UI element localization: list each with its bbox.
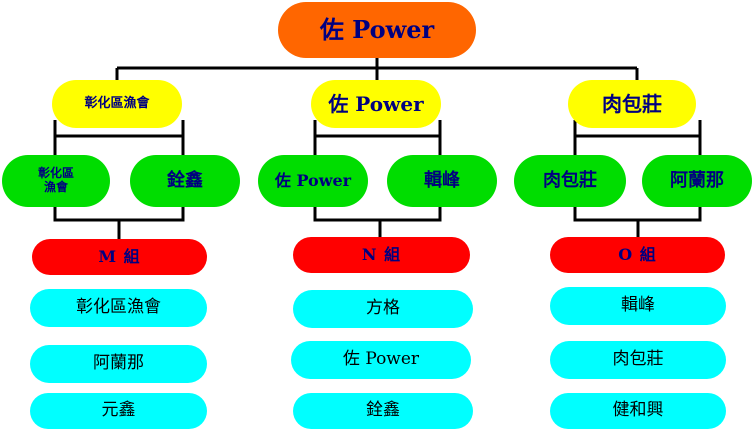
team-node-2: 銓鑫 — [130, 155, 240, 207]
member-label: 銓鑫 — [366, 400, 400, 421]
group-header-n: N 組 — [293, 237, 470, 273]
team-label: 肉包莊 — [543, 169, 597, 191]
team-label: 輯峰 — [424, 169, 460, 191]
member-label: 肉包莊 — [612, 349, 664, 370]
semifinal-node-1: 彰化區漁會 — [52, 80, 182, 128]
connector-semi-3 — [573, 120, 702, 156]
group-name: N 組 — [361, 244, 402, 264]
group-n-member-1: 方格 — [293, 290, 473, 328]
semifinal-label: 彰化區漁會 — [84, 95, 150, 111]
group-n-member-3: 銓鑫 — [293, 393, 473, 429]
semifinal-label: 佐 Power — [328, 91, 424, 116]
team-label: 銓鑫 — [167, 169, 203, 191]
member-label: 輯峰 — [621, 295, 655, 316]
group-o-member-2: 肉包莊 — [550, 341, 726, 379]
connector-root — [115, 58, 639, 80]
group-name: O 組 — [618, 244, 657, 264]
group-name: M 組 — [98, 246, 141, 266]
champion-label: 佐 Power — [319, 15, 435, 45]
connector-group-3 — [573, 206, 702, 240]
team-node-3: 佐 Power — [258, 155, 368, 207]
semifinal-node-2: 佐 Power — [311, 80, 441, 128]
connector-group-2 — [313, 206, 442, 240]
member-label: 阿蘭那 — [93, 353, 144, 374]
connector-semi-1 — [53, 120, 185, 156]
group-header-m: M 組 — [32, 239, 207, 275]
connector-group-1 — [53, 206, 185, 240]
group-o-member-1: 輯峰 — [550, 287, 726, 325]
group-m-member-2: 阿蘭那 — [30, 345, 207, 383]
team-label: 佐 Power — [274, 170, 352, 190]
semifinal-label: 肉包莊 — [602, 91, 662, 116]
team-node-6: 阿蘭那 — [642, 155, 752, 207]
team-node-5: 肉包莊 — [514, 155, 626, 207]
member-label: 方格 — [366, 298, 400, 319]
team-node-4: 輯峰 — [387, 155, 497, 207]
connector-semi-2 — [313, 120, 442, 156]
group-header-o: O 組 — [550, 237, 725, 273]
champion-node: 佐 Power — [278, 2, 476, 58]
member-label: 佐 Power — [342, 349, 420, 370]
group-m-member-3: 元鑫 — [30, 393, 207, 429]
member-label: 元鑫 — [101, 400, 136, 421]
group-n-member-2: 佐 Power — [291, 341, 471, 379]
team-label: 彰化區 漁會 — [37, 166, 74, 194]
team-label: 阿蘭那 — [670, 169, 724, 191]
team-node-1: 彰化區 漁會 — [2, 155, 110, 207]
semifinal-node-3: 肉包莊 — [568, 80, 696, 128]
member-label: 健和興 — [612, 400, 664, 421]
member-label: 彰化區漁會 — [76, 297, 161, 318]
group-o-member-3: 健和興 — [550, 393, 726, 429]
group-m-member-1: 彰化區漁會 — [30, 289, 207, 327]
